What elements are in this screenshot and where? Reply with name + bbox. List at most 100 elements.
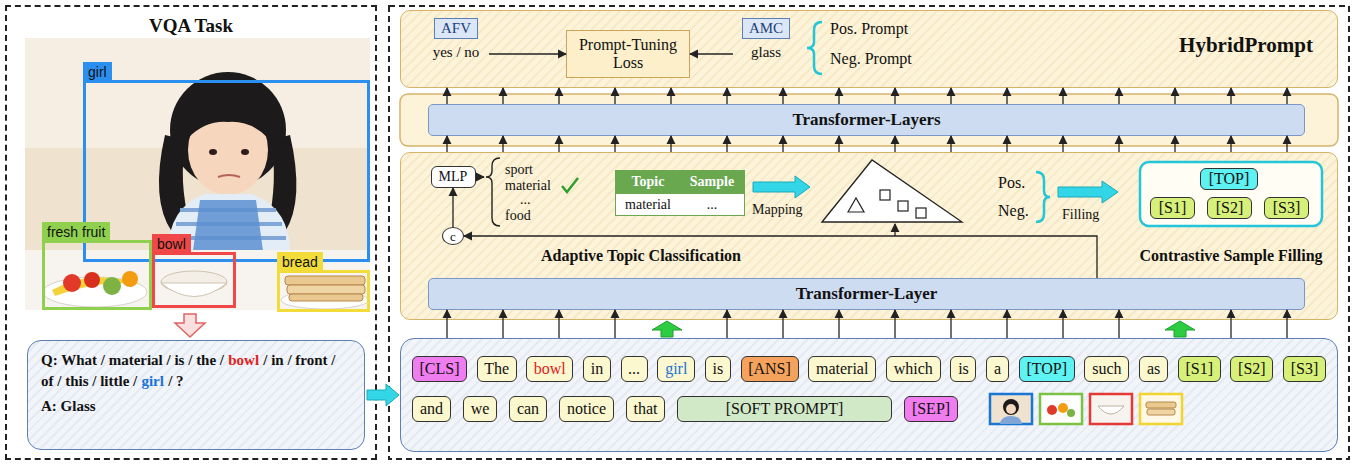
table-cell: Sample: [680, 171, 744, 193]
tag-patch: girl: [83, 62, 112, 81]
thumb-figure: [1147, 409, 1175, 415]
space-arrow: [894, 224, 895, 236]
connector-line: [670, 136, 671, 152]
token-text: [S3]: [1291, 360, 1319, 378]
text-holder: Adaptive Topic Classification: [491, 247, 791, 265]
connector: [453, 188, 454, 227]
panel-frame: [389, 6, 1349, 459]
connector-line: [1286, 136, 1287, 152]
token-box: bowl: [526, 356, 573, 382]
annotation-label: Neg. Prompt: [830, 50, 912, 67]
tag-patch: bread: [277, 252, 323, 271]
transformer-bar: Transformer-Layer: [428, 278, 1305, 310]
output-text: yes / no: [433, 44, 480, 61]
connector-line: [782, 136, 783, 152]
green-up-arrow: [1165, 321, 1195, 337]
transformer-bar: Transformer-Layers: [428, 104, 1305, 136]
token-text: is: [958, 360, 969, 378]
token-box: [S1]: [1178, 356, 1221, 382]
mouth: [218, 175, 240, 177]
tomato: [63, 274, 81, 292]
text-holder: material: [505, 176, 551, 194]
question-box: Q: What / material / is / the /bowl/ in …: [27, 340, 365, 450]
figure-title: HybridPrompt: [1179, 33, 1313, 57]
token-text: [S1]: [1159, 199, 1187, 217]
token-text: material: [816, 360, 868, 378]
connector-line: [1006, 88, 1007, 104]
connector: [447, 88, 1287, 104]
token-box: [SEP]: [904, 396, 958, 422]
head-badge: AMC: [742, 18, 790, 39]
connector-line: [1118, 88, 1119, 104]
loss-text: Prompt-Tuning Loss: [573, 36, 683, 73]
token-box: [SOFT PROMPT]: [677, 396, 892, 422]
object-tag: fresh fruit: [47, 224, 105, 240]
thumb-figure: [1067, 409, 1075, 417]
bar-text: Transformer-Layer: [796, 284, 938, 304]
tag-patch: fresh fruit: [42, 222, 110, 241]
token-text: and: [420, 400, 443, 418]
connector-line: [670, 88, 671, 104]
connector-line: [1230, 310, 1231, 338]
plate: [43, 277, 147, 307]
connector-line: [894, 136, 895, 152]
connector-line: [782, 310, 783, 338]
token-text: in: [591, 360, 603, 378]
annotation-label: Filling: [1062, 207, 1099, 222]
token-box: [ANS]: [741, 356, 799, 382]
connector: [464, 236, 1097, 278]
green-up-arrow: [652, 321, 682, 337]
banana: [52, 277, 140, 296]
thumb-figure: [1006, 404, 1016, 414]
annotation-label: sport: [505, 162, 533, 177]
connector-line: [1286, 310, 1287, 338]
connector-line: [1062, 136, 1063, 152]
connector-line: [558, 310, 559, 338]
token-text: [CLS]: [420, 360, 460, 378]
down-arrow: [175, 314, 205, 337]
section-caption: Adaptive Topic Classification: [541, 247, 741, 264]
connector-line: [838, 310, 839, 338]
thumb-figure: [1003, 399, 1019, 415]
text-holder: Neg.: [998, 202, 1029, 220]
token-box: notice: [559, 396, 614, 422]
output-text: glass: [751, 44, 781, 61]
text-holder: VQA Task: [7, 15, 375, 37]
answer-text: A: Glass: [41, 396, 351, 417]
connector-line: [950, 136, 951, 152]
token-text: as: [1147, 360, 1160, 378]
photo-wall: [25, 38, 370, 148]
connector-line: [502, 88, 503, 104]
text-holder: Mapping: [752, 200, 803, 218]
connector-line: [558, 88, 559, 104]
eye: [209, 149, 217, 155]
connector-line: [1062, 88, 1063, 104]
plate: [281, 291, 369, 309]
token-box: [TOP]: [1019, 356, 1075, 382]
sample-mark: [880, 190, 890, 200]
thumb-figure: [1058, 403, 1068, 413]
apron: [192, 200, 264, 258]
connector-line: [614, 136, 615, 152]
table-cell: material: [616, 193, 680, 215]
connector-line: [1006, 136, 1007, 152]
connector-line: [614, 310, 615, 338]
connector-line: [1006, 310, 1007, 338]
token-box: that: [626, 396, 665, 422]
token-text: bowl: [534, 360, 566, 378]
token-text: [S2]: [1216, 199, 1244, 217]
image-thumb: [990, 394, 1032, 424]
annotation-label: Pos.: [998, 174, 1025, 191]
connector: [447, 310, 1287, 338]
concat-circle: c: [442, 227, 464, 245]
annotation-label: Neg.: [998, 202, 1029, 219]
token-box: [TOP]: [1200, 168, 1258, 190]
text-holder: sport: [505, 160, 533, 178]
token-box: in: [583, 356, 611, 382]
bread-slice: [285, 276, 365, 285]
token-text: ...: [628, 360, 640, 378]
connector-line: [838, 136, 839, 152]
concat-text: c: [450, 230, 456, 243]
topic-table: TopicSamplematerial...: [615, 170, 745, 216]
connector-line: [1062, 310, 1063, 338]
